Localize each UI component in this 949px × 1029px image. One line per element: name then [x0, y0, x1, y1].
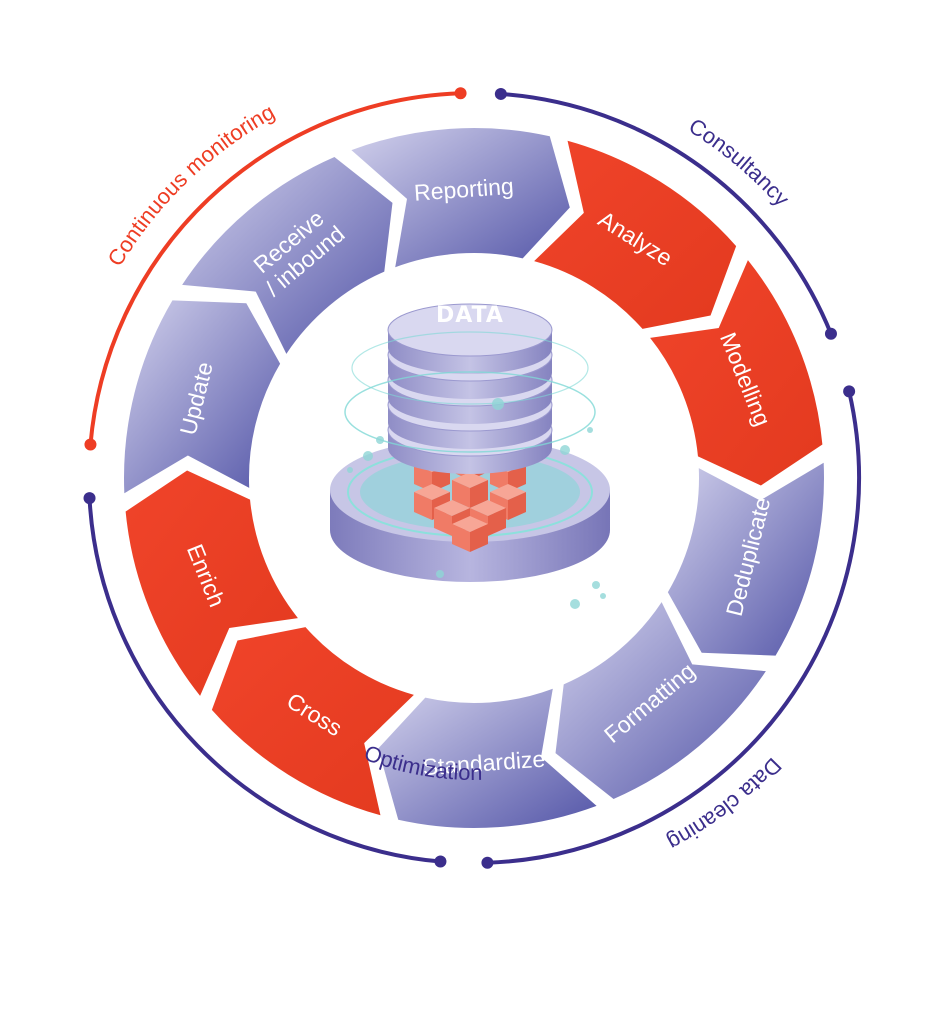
particle-dot — [363, 451, 373, 461]
outer-arc-label-consultancy: Consultancy — [684, 113, 794, 211]
arc-end-dot — [84, 438, 97, 451]
segment-enrich: Enrich — [125, 470, 298, 696]
particle-dot — [587, 427, 593, 433]
segment-arrow-shape — [182, 157, 393, 354]
segment-arrow-shape — [667, 462, 824, 656]
segment-arrow-shape — [650, 260, 823, 486]
segment-arrow-shape — [124, 300, 281, 494]
outer-arc-optimization — [83, 492, 447, 868]
segment-modelling: Modelling — [650, 260, 823, 486]
segment-deduplicate: Deduplicate — [667, 462, 824, 656]
particle-dot — [570, 599, 580, 609]
segment-formatting: Formatting — [555, 602, 766, 799]
outer-arc-line — [87, 498, 441, 864]
segment-reporting: Reporting — [351, 128, 570, 268]
data-core: DATA — [330, 303, 610, 609]
particle-dot — [492, 398, 504, 410]
arc-end-dot — [824, 327, 837, 340]
arc-end-dot — [83, 492, 96, 505]
process-segments: ReportingAnalyzeModellingDeduplicateForm… — [124, 128, 824, 828]
segment-arrow-shape — [211, 627, 414, 816]
segment-arrow-shape — [534, 140, 737, 329]
segment-cross: Cross — [211, 627, 414, 816]
center-data-label: DATA — [436, 303, 504, 328]
outer-ring — [83, 87, 861, 869]
particle-dot — [592, 581, 600, 589]
segment-arrow-shape — [351, 128, 570, 268]
arc-end-dot — [434, 855, 447, 868]
data-cube — [452, 472, 488, 508]
arc-end-dot — [454, 87, 467, 100]
data-cube — [452, 516, 488, 552]
particle-dot — [376, 436, 384, 444]
segment-update: Update — [124, 300, 281, 494]
outer-arc-consultancy — [494, 87, 837, 340]
outer-arc-data-cleaning — [481, 385, 861, 869]
arc-end-dot — [481, 856, 494, 869]
segment-arrow-shape — [378, 688, 597, 828]
particle-dot — [347, 467, 353, 473]
outer-arc-line — [88, 91, 461, 445]
outer-arc-continuous-monitoring — [84, 87, 467, 451]
segment-arrow-shape — [555, 602, 766, 799]
particle-dot — [436, 570, 444, 578]
arc-end-dot — [494, 87, 507, 100]
outer-arc-line — [487, 390, 861, 865]
segment-arrow-shape — [125, 470, 298, 696]
particle-dot — [560, 445, 570, 455]
segment-receive: Receive/ inbound — [182, 157, 393, 354]
outer-arc-line — [500, 91, 833, 335]
arc-end-dot — [843, 385, 856, 398]
particle-dot — [600, 593, 606, 599]
segment-standardize: Standardize — [378, 688, 597, 828]
orbit-ring — [351, 331, 589, 405]
segment-analyze: Analyze — [534, 140, 737, 329]
data-disc — [387, 303, 553, 374]
orbit-ring — [344, 371, 596, 453]
